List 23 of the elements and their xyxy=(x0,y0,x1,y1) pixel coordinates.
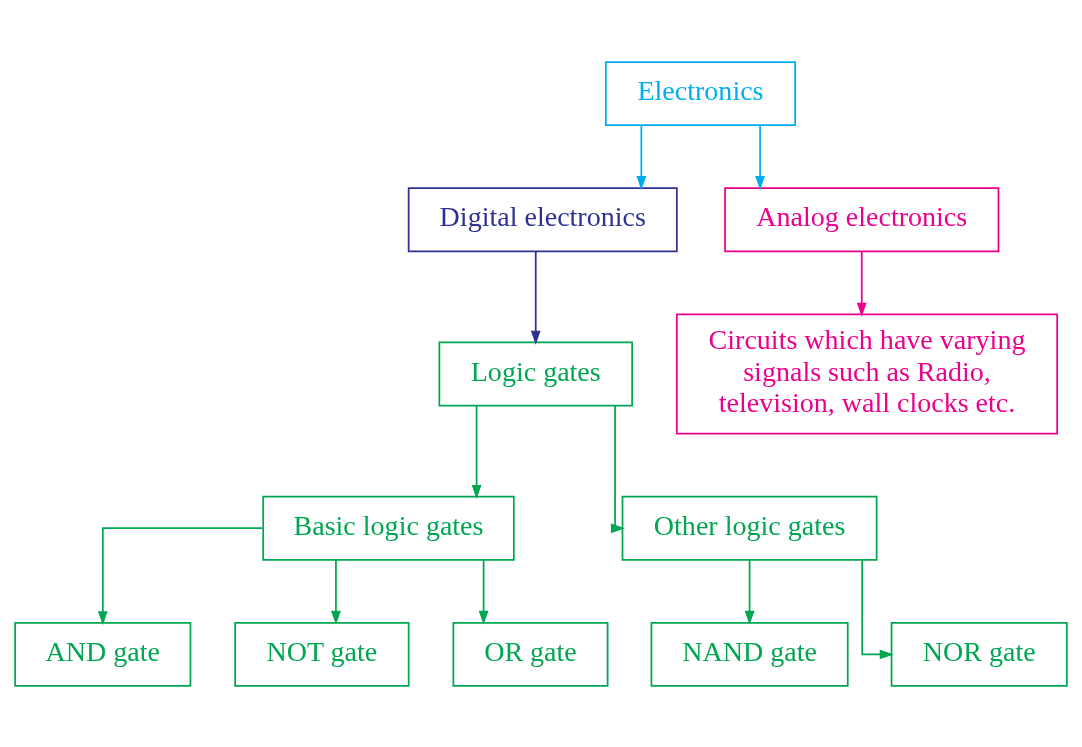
node-box: NAND gate xyxy=(650,621,849,687)
arrow xyxy=(861,558,894,659)
node-box: Circuits which have varying signals such as Radio, television, wall clocks etc. xyxy=(675,313,1059,434)
arrow xyxy=(530,250,541,345)
node-box: Basic logic gates xyxy=(262,495,515,561)
arrow xyxy=(97,526,264,625)
node-box: Analog electronics xyxy=(724,186,1000,252)
node-box: Electronics xyxy=(604,60,797,126)
arrow xyxy=(478,558,489,625)
node-box: OR gate xyxy=(452,621,609,687)
arrow xyxy=(331,558,341,625)
arrow xyxy=(856,250,867,317)
node-box: NOT gate xyxy=(234,621,410,687)
node-box: NOR gate xyxy=(890,621,1068,687)
node-box: Logic gates xyxy=(438,341,633,406)
arrow xyxy=(610,404,625,533)
arrow xyxy=(744,558,755,625)
arrow xyxy=(636,124,647,190)
node-box: Digital electronics xyxy=(407,186,678,252)
arrow xyxy=(755,124,765,190)
node-box: Other logic gates xyxy=(621,495,878,561)
node-box: AND gate xyxy=(14,621,192,687)
arrow xyxy=(471,404,482,499)
